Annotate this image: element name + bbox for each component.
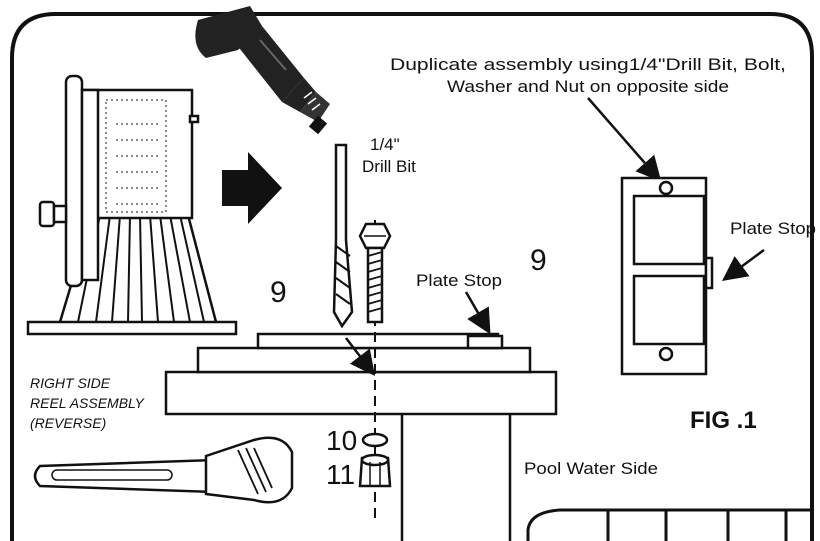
duplicate-note-line2: Washer and Nut on opposite side [447,77,729,96]
callout-9-left: 9 [270,276,287,309]
callout-11: 11 [326,459,355,490]
bolt-hole-leader [345,337,376,376]
right-side-label-1: RIGHT SIDE [30,375,111,391]
nut-icon [358,453,392,488]
callout-9-right: 9 [530,244,547,277]
figure-title: FIG .1 [690,407,757,434]
plate-top-view [620,176,714,376]
drill-icon [195,6,330,135]
plate-stop-label-right: Plate Stop [730,219,816,238]
duplicate-note-line1: Duplicate assembly using1/4"Drill Bit, B… [390,55,786,74]
table-stub [526,508,812,541]
duplicate-leader-line [587,97,662,182]
arrow-right-icon [222,152,282,224]
pool-water-side-label: Pool Water Side [524,459,658,478]
callout-10: 10 [326,425,357,456]
base-plates [164,332,558,541]
right-side-label-3: (REVERSE) [30,415,106,431]
drill-bit-icon [332,143,354,329]
plate-stop-label-center: Plate Stop [416,271,502,290]
bolt-icon [358,222,392,324]
wrench-icon [33,436,294,504]
reel-assembly-icon [26,74,238,336]
drill-bit-label: Drill Bit [362,157,416,176]
plate-stop-leader-center [464,291,491,335]
right-side-label-2: REEL ASSEMBLY [30,395,146,411]
drill-bit-size-label: 1/4" [370,135,400,154]
washer-icon [361,432,389,448]
frame-border [10,12,814,541]
plate-stop-leader-right [721,248,765,281]
